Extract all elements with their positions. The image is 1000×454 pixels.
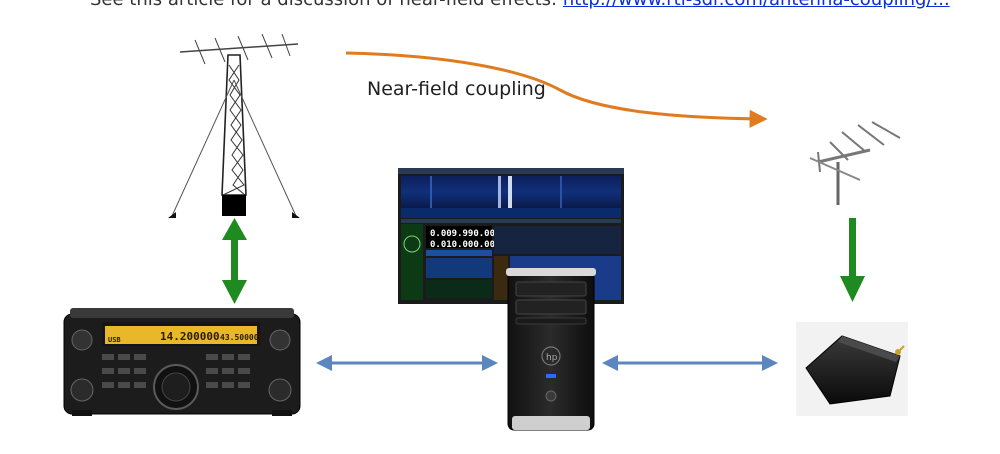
sdr-frequency-1: 0.009.990.000 bbox=[430, 229, 500, 239]
mode-readout: USB bbox=[108, 336, 121, 344]
sdr-receiver-box bbox=[796, 322, 908, 416]
caption-text: See this article for a discussion of nea… bbox=[90, 0, 557, 10]
sub-frequency-readout: 43.500000 bbox=[220, 333, 264, 342]
sdr-frequency-2: 0.010.000.000 bbox=[430, 240, 500, 250]
main-frequency-readout: 14.200000 bbox=[160, 330, 220, 343]
article-link[interactable]: http://www.rtl-sdr.com/antenna-coupling/… bbox=[563, 0, 950, 10]
tower-antenna bbox=[168, 33, 300, 218]
article-caption: See this article for a discussion of nea… bbox=[90, 0, 950, 10]
coupling-arrow bbox=[345, 51, 768, 128]
pc-sdr-arrow bbox=[602, 355, 778, 371]
tx-antenna-arrow bbox=[222, 218, 247, 304]
receive-antenna bbox=[809, 121, 901, 205]
pc-tower: hp bbox=[506, 268, 596, 431]
rx-antenna-arrow bbox=[840, 218, 865, 302]
svg-text:hp: hp bbox=[546, 353, 558, 363]
radio-pc-arrow bbox=[316, 355, 498, 371]
hf-transceiver: 14.200000 43.500000 USB bbox=[63, 308, 301, 416]
coupling-label: Near-field coupling bbox=[367, 78, 546, 100]
